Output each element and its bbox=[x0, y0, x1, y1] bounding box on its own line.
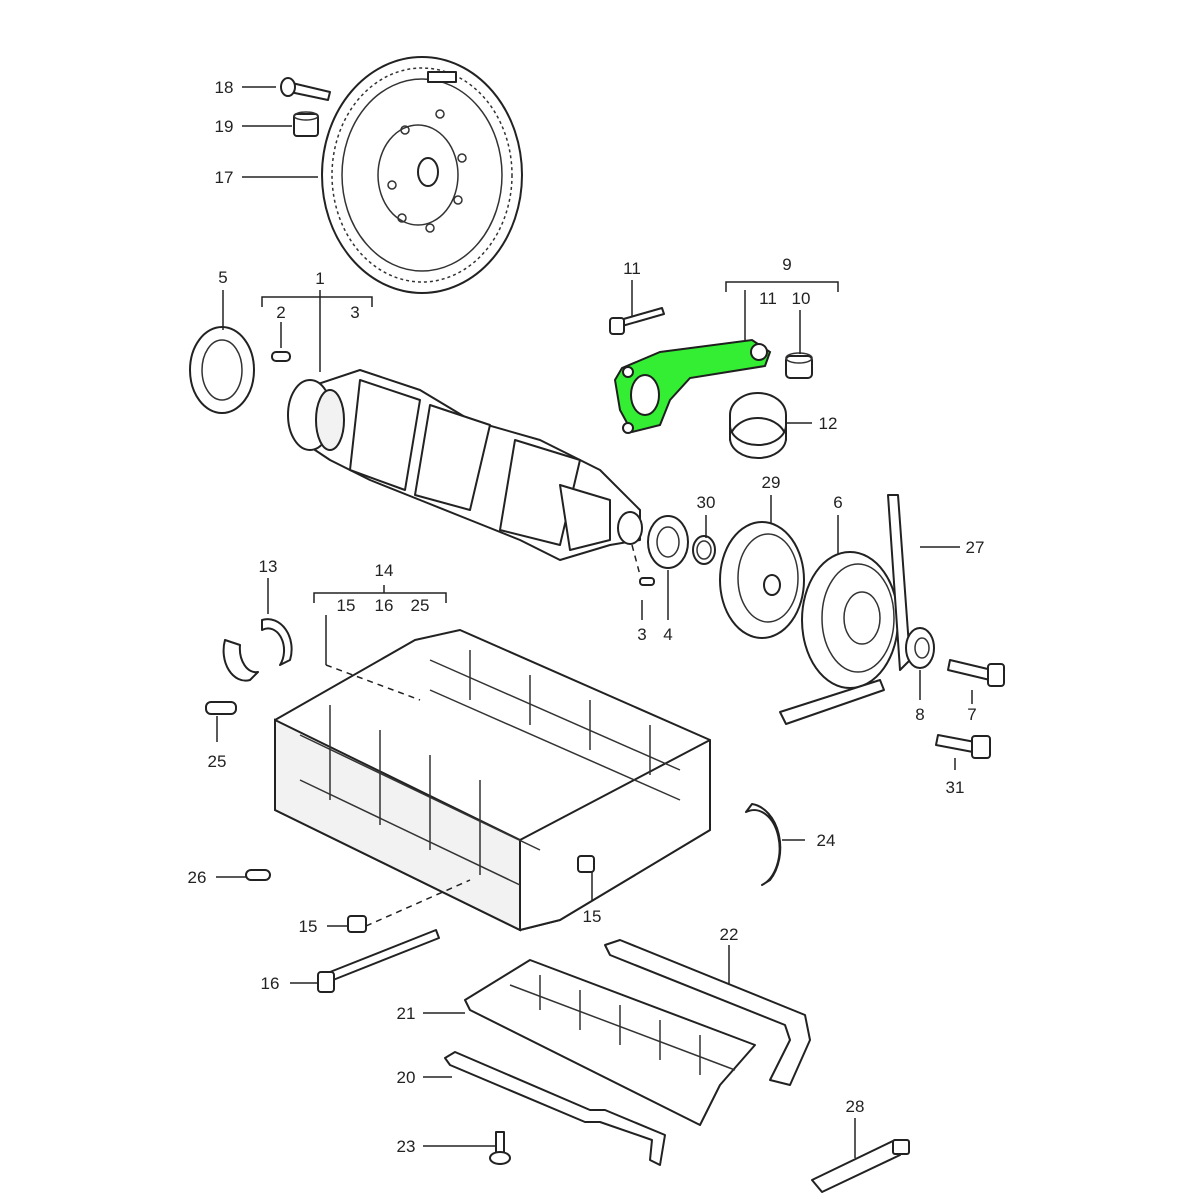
callout-2[interactable]: 2 bbox=[276, 303, 285, 322]
callout-22[interactable]: 22 bbox=[720, 925, 739, 944]
belt-pulley[interactable] bbox=[801, 551, 899, 689]
snap-ring[interactable] bbox=[692, 535, 716, 565]
callout-labels: 18 19 17 5 1 2 3 11 9 11 10 12 30 29 6 2… bbox=[188, 78, 985, 1156]
callout-1[interactable]: 1 bbox=[315, 269, 324, 288]
callout-25[interactable]: 25 bbox=[208, 752, 227, 771]
callout-21[interactable]: 21 bbox=[397, 1004, 416, 1023]
callout-23[interactable]: 23 bbox=[397, 1137, 416, 1156]
connecting-rod[interactable] bbox=[613, 338, 772, 434]
crankcase[interactable] bbox=[274, 629, 711, 932]
crankcase-stud[interactable] bbox=[205, 701, 237, 715]
flywheel-sleeve[interactable] bbox=[293, 111, 319, 137]
callout-11-rod[interactable]: 11 bbox=[759, 289, 777, 308]
dowel-sleeve-left[interactable] bbox=[347, 915, 367, 933]
dowel-pin[interactable] bbox=[271, 351, 291, 362]
callout-15-group[interactable]: 15 bbox=[337, 596, 356, 615]
dowel-sleeve-right[interactable] bbox=[577, 855, 595, 873]
callout-6[interactable]: 6 bbox=[833, 493, 842, 512]
callout-31[interactable]: 31 bbox=[946, 778, 965, 797]
leader-lines bbox=[216, 86, 973, 1158]
gasket-lower[interactable] bbox=[444, 1051, 666, 1166]
crankcase-bolt[interactable] bbox=[317, 929, 440, 993]
callout-18[interactable]: 18 bbox=[215, 78, 234, 97]
flywheel-bolt[interactable] bbox=[280, 77, 331, 101]
callout-3-top[interactable]: 3 bbox=[350, 303, 359, 322]
vibration-damper[interactable] bbox=[719, 521, 805, 639]
front-seal[interactable] bbox=[647, 515, 689, 569]
callout-16-group[interactable]: 16 bbox=[375, 596, 394, 615]
rear-seal[interactable] bbox=[189, 326, 255, 414]
locating-pin[interactable] bbox=[245, 869, 271, 881]
callout-14[interactable]: 14 bbox=[375, 561, 394, 580]
callout-29[interactable]: 29 bbox=[762, 473, 781, 492]
callout-4[interactable]: 4 bbox=[663, 625, 672, 644]
pulley-bolt-short[interactable] bbox=[935, 734, 991, 759]
callout-28[interactable]: 28 bbox=[846, 1097, 865, 1116]
conrod-bearing[interactable] bbox=[729, 392, 787, 459]
callout-26[interactable]: 26 bbox=[188, 868, 207, 887]
callout-20[interactable]: 20 bbox=[397, 1068, 416, 1087]
oil-baffle[interactable] bbox=[464, 959, 756, 1126]
callout-19[interactable]: 19 bbox=[215, 117, 234, 136]
pulley-washer[interactable] bbox=[905, 627, 935, 669]
crankshaft[interactable] bbox=[287, 369, 643, 561]
callout-15-right[interactable]: 15 bbox=[583, 907, 602, 926]
callout-15-left[interactable]: 15 bbox=[299, 917, 318, 936]
callout-16[interactable]: 16 bbox=[261, 974, 280, 993]
callout-27[interactable]: 27 bbox=[966, 538, 985, 557]
callout-12[interactable]: 12 bbox=[819, 414, 838, 433]
callout-17[interactable]: 17 bbox=[215, 168, 234, 187]
callout-13[interactable]: 13 bbox=[259, 557, 278, 576]
gasket-upper[interactable] bbox=[604, 939, 811, 1086]
callout-8[interactable]: 8 bbox=[915, 705, 924, 724]
woodruff-pin[interactable] bbox=[639, 577, 655, 586]
thrust-washer[interactable] bbox=[745, 803, 782, 886]
callout-3-bottom[interactable]: 3 bbox=[637, 625, 646, 644]
callout-10[interactable]: 10 bbox=[792, 289, 811, 308]
callout-30[interactable]: 30 bbox=[697, 493, 716, 512]
pulley-bolt[interactable] bbox=[947, 659, 1005, 687]
callout-24[interactable]: 24 bbox=[817, 831, 836, 850]
callout-25-group[interactable]: 25 bbox=[411, 596, 430, 615]
callout-7[interactable]: 7 bbox=[967, 705, 976, 724]
callout-11-bolt[interactable]: 11 bbox=[623, 259, 641, 278]
callout-5[interactable]: 5 bbox=[218, 268, 227, 287]
callout-9[interactable]: 9 bbox=[782, 255, 791, 274]
sealant-tube[interactable] bbox=[811, 1139, 910, 1193]
baffle-screw[interactable] bbox=[489, 1131, 511, 1165]
flywheel[interactable] bbox=[321, 56, 523, 294]
conrod-bolt[interactable] bbox=[609, 307, 665, 335]
conrod-bushing[interactable] bbox=[785, 352, 813, 379]
main-bearing-shells[interactable] bbox=[222, 618, 293, 682]
